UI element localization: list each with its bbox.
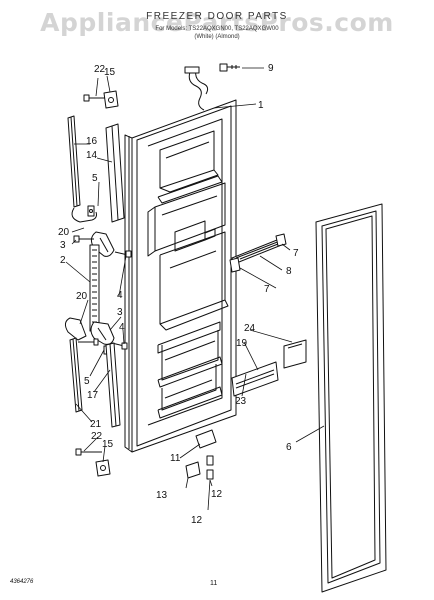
- trim-clip-upper: [275, 233, 287, 247]
- hinge-part-11: [195, 429, 217, 449]
- shelf-part-19: [231, 361, 279, 397]
- bottom-hinge-parts: [75, 448, 111, 477]
- callout-20-bottom: 20: [76, 291, 88, 302]
- screw-part-3: [73, 235, 94, 243]
- callout-17: 17: [87, 390, 99, 401]
- lower-trim-part-21: [69, 337, 83, 413]
- callout-24: 24: [244, 323, 256, 334]
- callout-22-top: 22: [94, 64, 106, 75]
- callout-labels: 1 9 22 15 16 14 5 20 3 2 4 3 4 20 5 17 2…: [58, 63, 299, 526]
- callout-6: 6: [286, 442, 292, 453]
- upper-handle-mount: [71, 205, 97, 223]
- door-shelves: [157, 321, 223, 419]
- screw-part-4-upper: [114, 250, 132, 258]
- watermark: AppliancePartsPros.com: [40, 8, 394, 37]
- callout-4-bottom: 4: [119, 322, 125, 333]
- colors-line: (White) (Almond): [194, 34, 240, 40]
- callout-3-bottom: 3: [117, 307, 123, 318]
- upper-shelf: [157, 130, 223, 204]
- screw-part-12: [206, 455, 214, 480]
- callout-16: 16: [86, 136, 98, 147]
- callout-3-top: 3: [60, 240, 66, 251]
- callout-4-top: 4: [117, 290, 123, 301]
- callout-5-top: 5: [92, 173, 98, 184]
- callout-7-top: 7: [293, 248, 299, 259]
- dispenser-body: [159, 231, 229, 331]
- callout-19: 19: [236, 338, 248, 349]
- callout-20-top: 20: [58, 227, 70, 238]
- page-title: FREEZER DOOR PARTS: [146, 11, 288, 22]
- callout-7-bottom: 7: [264, 284, 270, 295]
- callout-15-bottom: 15: [102, 439, 114, 450]
- lower-handle-part-17: [105, 342, 121, 428]
- callout-15-top: 15: [104, 67, 116, 78]
- callout-11: 11: [170, 453, 181, 464]
- trim-clip-lower: [229, 257, 241, 273]
- door-gasket-part-6: [315, 203, 387, 593]
- dispenser-housing: [147, 182, 226, 257]
- callout-8: 8: [286, 266, 292, 277]
- callout-12-bottom: 12: [191, 515, 203, 526]
- page-number: 11: [210, 580, 218, 587]
- bracket-part-13: [185, 461, 201, 479]
- callout-9: 9: [268, 63, 274, 74]
- document-number: 4364276: [10, 579, 34, 585]
- callout-23: 23: [235, 396, 247, 407]
- callout-21: 21: [90, 419, 102, 430]
- wire-harness: [184, 66, 209, 111]
- models-line: For Models: TS22AQXGN00, TS22AQXGW00: [155, 26, 279, 32]
- top-hinge-parts: [83, 90, 119, 109]
- callout-13: 13: [156, 490, 168, 501]
- dispenser-trim-part-8: [231, 237, 285, 265]
- handle-trim-part-16: [67, 115, 81, 208]
- callout-1: 1: [258, 100, 264, 111]
- handle-part-18: [105, 123, 125, 223]
- callout-14: 14: [86, 150, 98, 161]
- callout-12-right: 12: [211, 489, 223, 500]
- shelf-part-24: [283, 339, 307, 369]
- callout-2: 2: [60, 255, 66, 266]
- handle-grip-part-2: [89, 244, 100, 332]
- callout-22-bottom: 22: [91, 431, 103, 442]
- callout-5-bottom: 5: [84, 376, 90, 387]
- leader-lines: [65, 67, 325, 511]
- screw-part-9: [219, 63, 240, 72]
